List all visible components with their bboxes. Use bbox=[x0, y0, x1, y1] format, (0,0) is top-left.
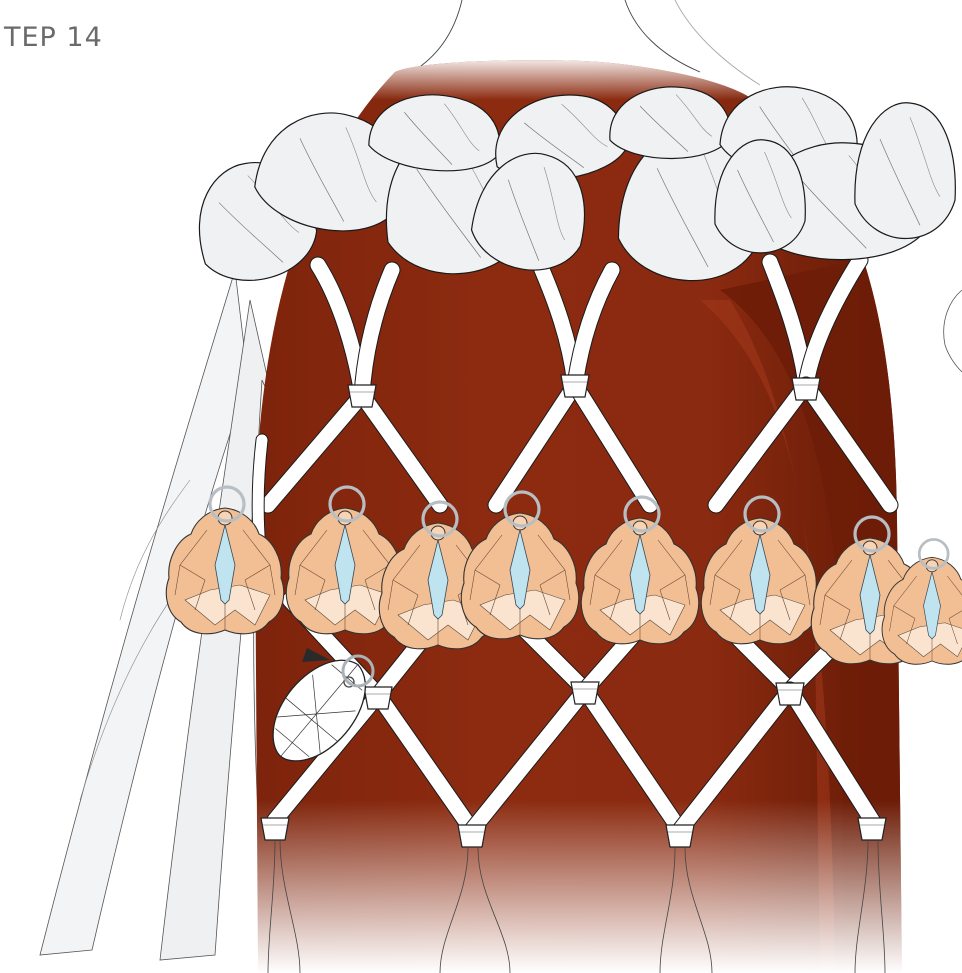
macrame-knot bbox=[666, 825, 694, 847]
macrame-knot bbox=[571, 682, 599, 704]
macrame-knot bbox=[458, 825, 486, 847]
fabric-puff-shape bbox=[855, 103, 955, 239]
macrame-knot bbox=[348, 385, 376, 407]
side-fabric-edge bbox=[944, 290, 962, 372]
macrame-knot bbox=[858, 818, 886, 840]
macrame-knot bbox=[261, 818, 289, 840]
macrame-knot bbox=[792, 378, 820, 400]
step-label: TEP 14 bbox=[4, 22, 103, 53]
macrame-knot bbox=[561, 375, 589, 397]
fabric-puff bbox=[855, 103, 955, 239]
macrame-knot bbox=[364, 687, 392, 709]
macrame-knot bbox=[776, 683, 804, 705]
